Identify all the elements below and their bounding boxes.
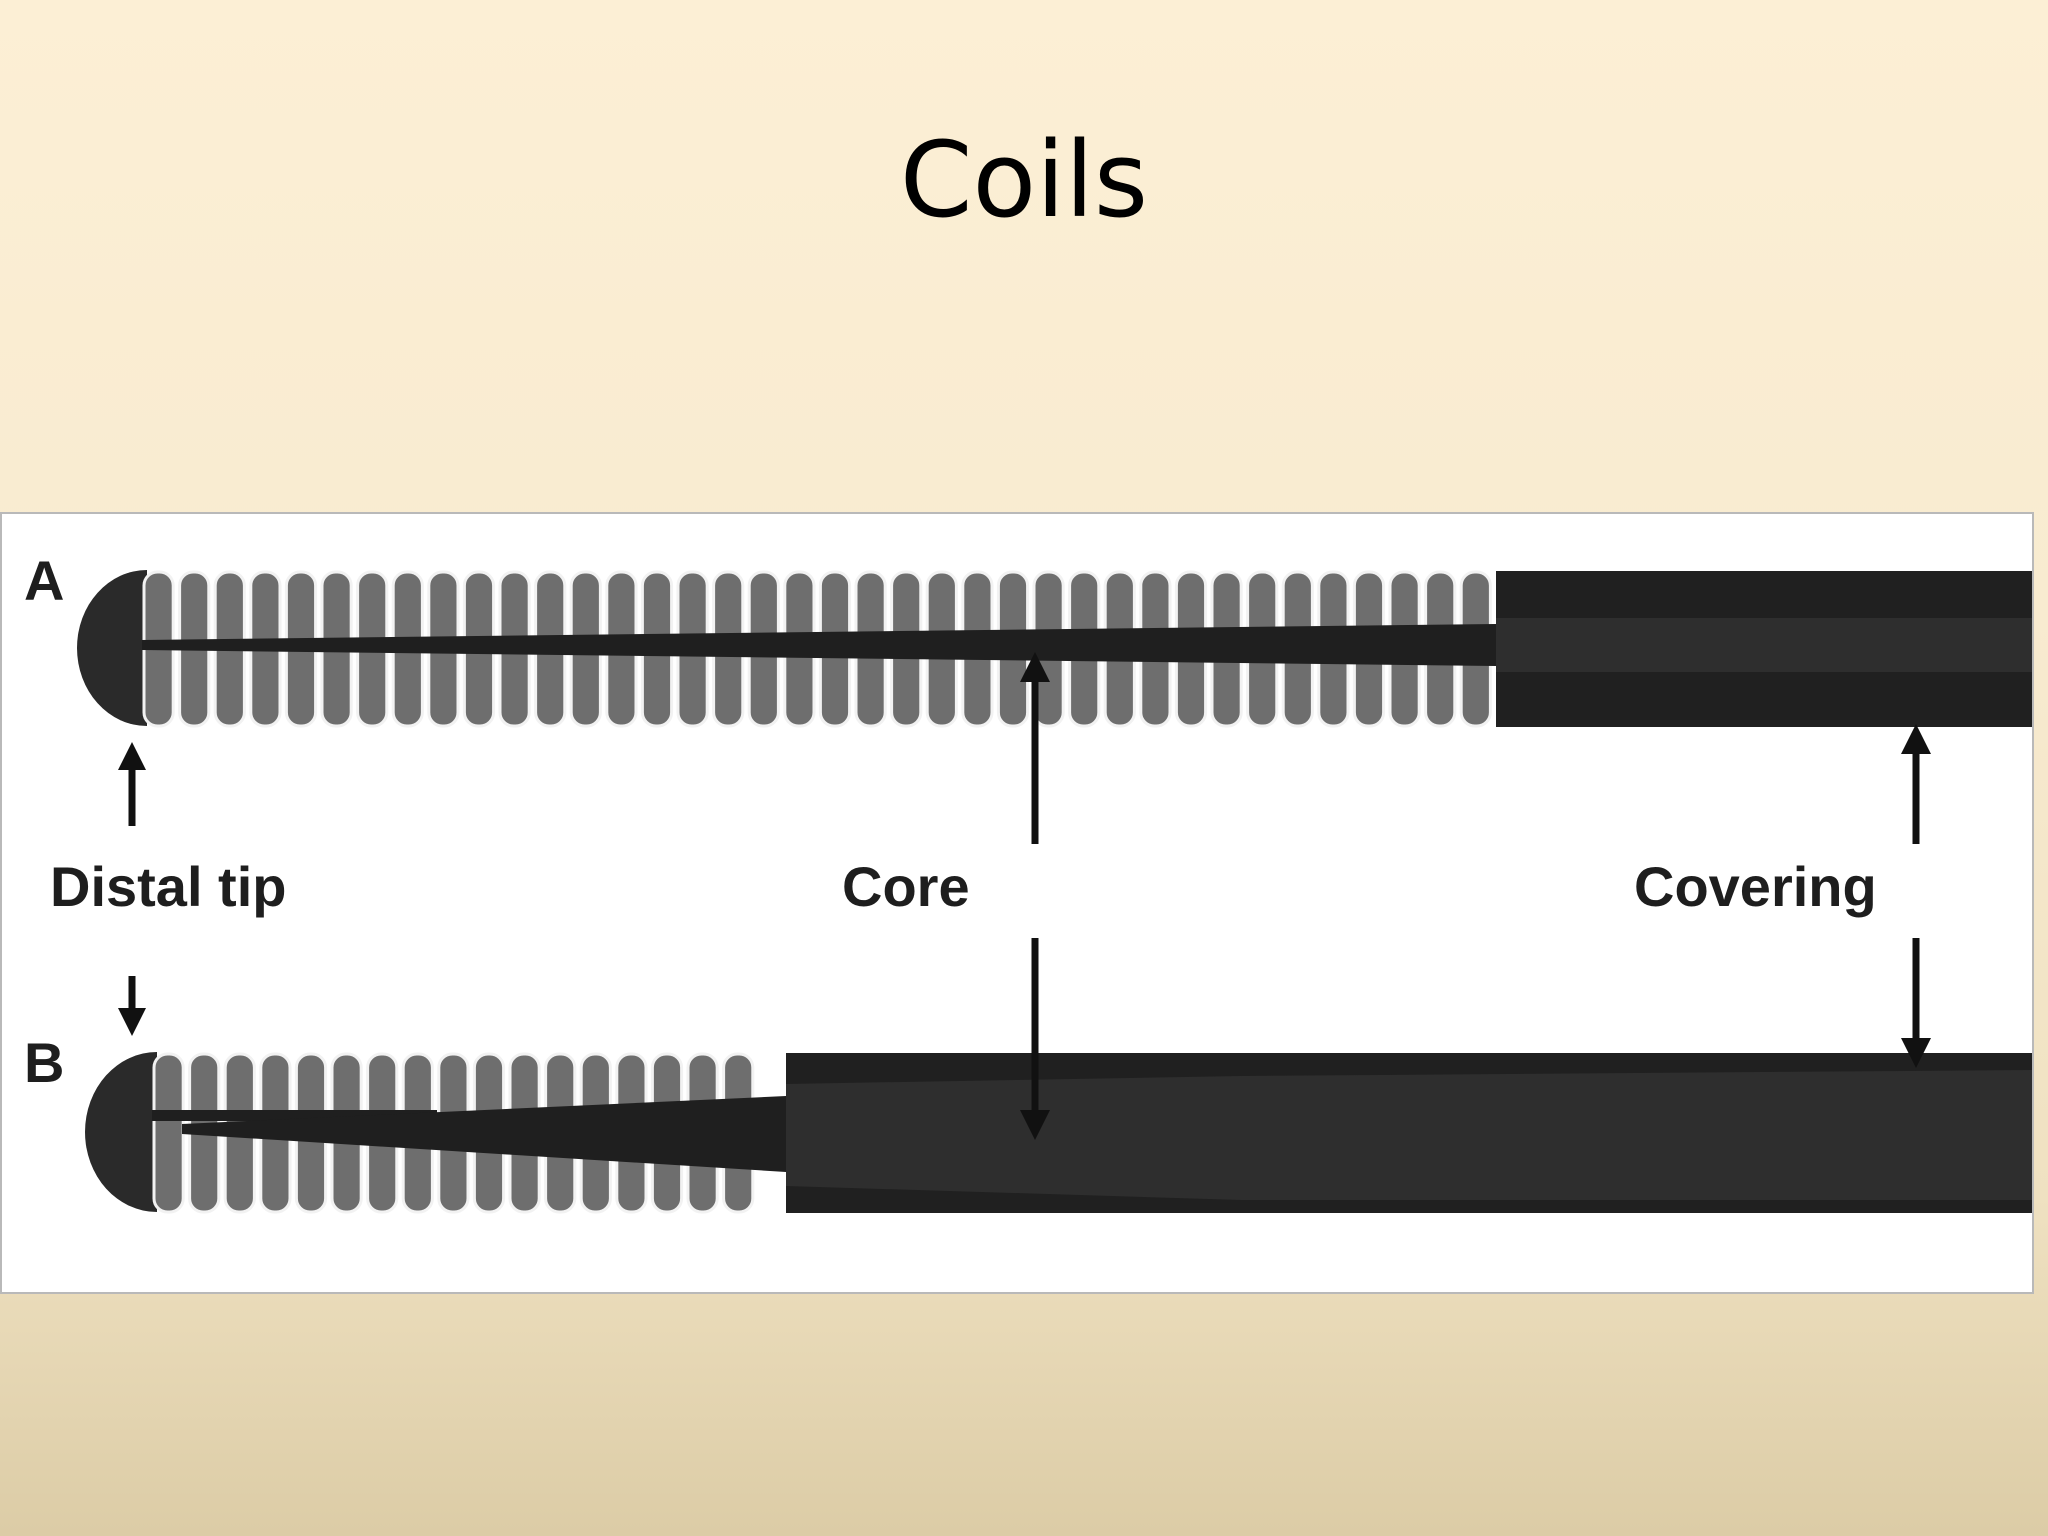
wire-b xyxy=(85,1052,2032,1214)
covering-label: Covering xyxy=(1634,855,1877,918)
core-up-arrowhead xyxy=(1020,652,1050,682)
wire-b-distal-tip xyxy=(85,1052,157,1212)
distal-tip-up-arrowhead xyxy=(118,742,146,770)
wire-a xyxy=(77,570,2032,728)
distal-tip-down-arrowhead xyxy=(118,1008,146,1036)
panel-b-label: B xyxy=(24,1031,64,1094)
covering-down-arrowhead xyxy=(1901,1038,1931,1068)
slide-title: Coils xyxy=(899,119,1149,241)
wire-b-core-body xyxy=(786,1070,2032,1200)
wire-a-core xyxy=(142,624,1496,666)
distal-tip-label: Distal tip xyxy=(50,855,286,918)
core-label: Core xyxy=(842,855,970,918)
wire-b-shaping-ribbon xyxy=(152,1110,437,1121)
panel-a-label: A xyxy=(24,549,64,612)
guidewire-diagram: A B xyxy=(0,512,2034,1294)
covering-up-arrowhead xyxy=(1901,724,1931,754)
wire-a-distal-tip xyxy=(77,570,147,726)
wire-a-core-body xyxy=(1496,618,2032,672)
wire-b-core xyxy=(182,1096,786,1172)
coil-winding xyxy=(152,1052,185,1214)
core-down-arrowhead xyxy=(1020,1110,1050,1140)
arrow-heads xyxy=(118,652,1931,1140)
